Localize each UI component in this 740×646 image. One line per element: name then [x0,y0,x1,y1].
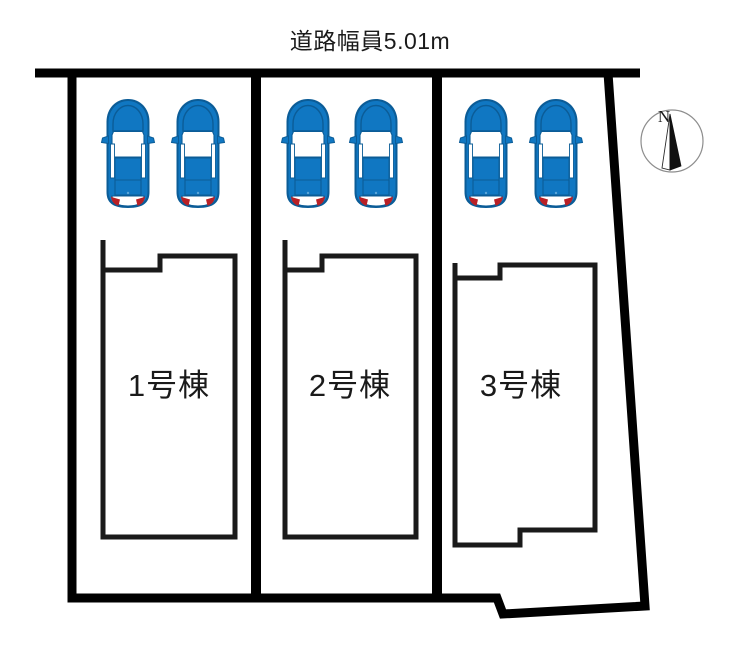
compass-north-letter: N [658,107,670,126]
car-icon-3b [528,98,584,209]
parcel-outline [67,72,650,619]
lot-3-parking-group [458,98,584,209]
building-2-label: 2号棟 [309,368,391,403]
car-icon-2a [280,98,336,209]
building-2-group: 2号棟 [282,240,419,540]
building-3-group: 3号棟 [452,262,598,548]
road-width-label: 道路幅員5.01m [290,28,450,54]
building-2-outline [282,240,419,540]
lot-2-parking-group [280,98,404,209]
car-icon-1b [170,98,226,209]
car-icon-2b [348,98,404,209]
site-boundary-group [67,72,650,619]
building-1-group: 1号棟 [100,240,238,540]
lot-divider-group [251,73,442,598]
building-1-label: 1号棟 [128,368,210,403]
building-1-outline [100,240,238,540]
compass-needle-dark-half [669,113,682,171]
building-3-label: 3号棟 [480,368,562,403]
car-icon-1a [100,98,156,209]
compass-north-icon: N [640,107,704,173]
building-3-outline [452,262,598,548]
lot-1-parking-group [100,98,226,209]
car-icon-3a [458,98,514,209]
